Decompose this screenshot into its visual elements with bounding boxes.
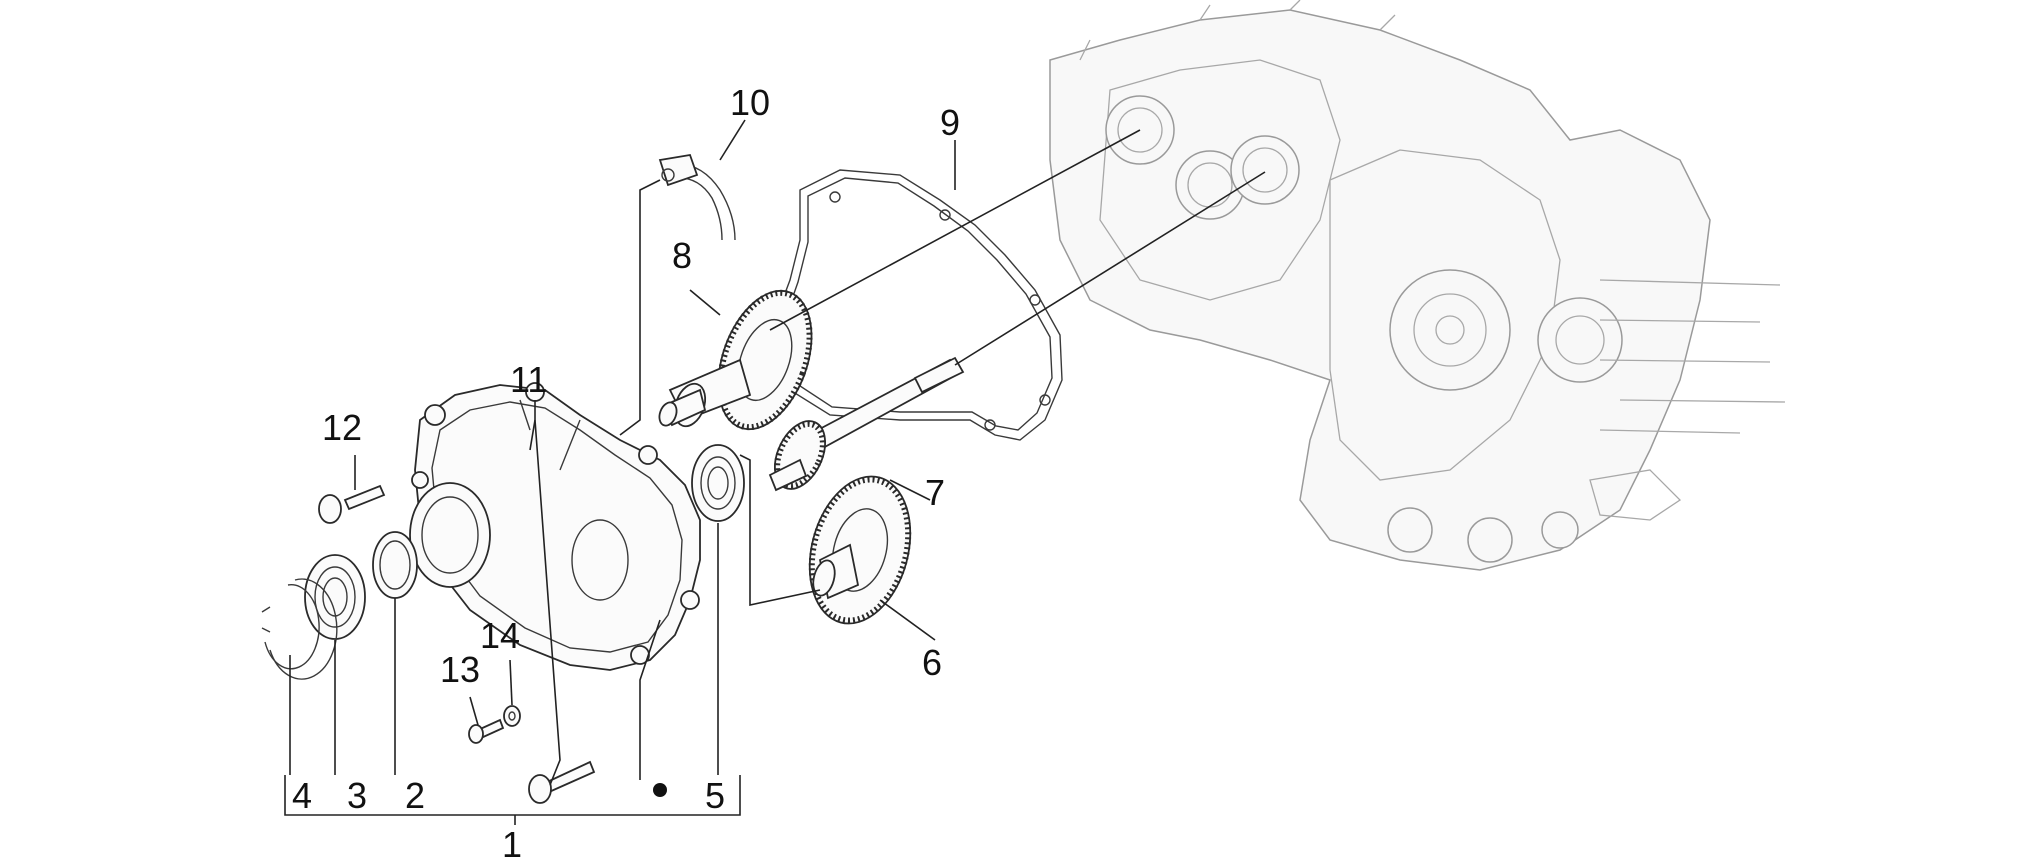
part-6-driven-gear: [808, 475, 912, 625]
callout-3: 3: [347, 775, 367, 816]
part-2-oil-seal: [372, 531, 418, 599]
callout-12: 12: [322, 407, 362, 448]
callout-labels: 10 9 8 11 12 7 6 14 13 4 3 2 5 1: [292, 82, 960, 860]
callout-5: 5: [705, 775, 725, 816]
part-3-bearing: [304, 554, 366, 640]
part-13-screw: [468, 718, 505, 744]
part-10-breather-hose: [658, 153, 736, 241]
callout-6: 6: [922, 642, 942, 683]
part-8-gear-shaft: [658, 289, 813, 431]
dot-marker: [653, 783, 667, 797]
callout-14: 14: [480, 615, 520, 656]
callout-13: 13: [440, 649, 480, 690]
transmission-cover: [409, 382, 701, 671]
callout-9: 9: [940, 102, 960, 143]
callout-8: 8: [672, 235, 692, 276]
callout-10: 10: [730, 82, 770, 123]
part-5-bearing: [691, 444, 745, 522]
part-7-shaft: [768, 356, 965, 492]
part-9-gasket: [769, 169, 1063, 441]
part-12-bolt: [318, 484, 386, 524]
part-4-circlip: [261, 578, 338, 680]
callout-1: 1: [502, 824, 522, 860]
leader-lines: [284, 119, 1266, 825]
callout-4: 4: [292, 775, 312, 816]
callout-7: 7: [925, 472, 945, 513]
part-11-bolt: [528, 760, 596, 804]
callout-11: 11: [510, 359, 547, 400]
part-14-washer: [503, 705, 521, 727]
engine-crankcase: [1049, 0, 1786, 571]
callout-2: 2: [405, 775, 425, 816]
